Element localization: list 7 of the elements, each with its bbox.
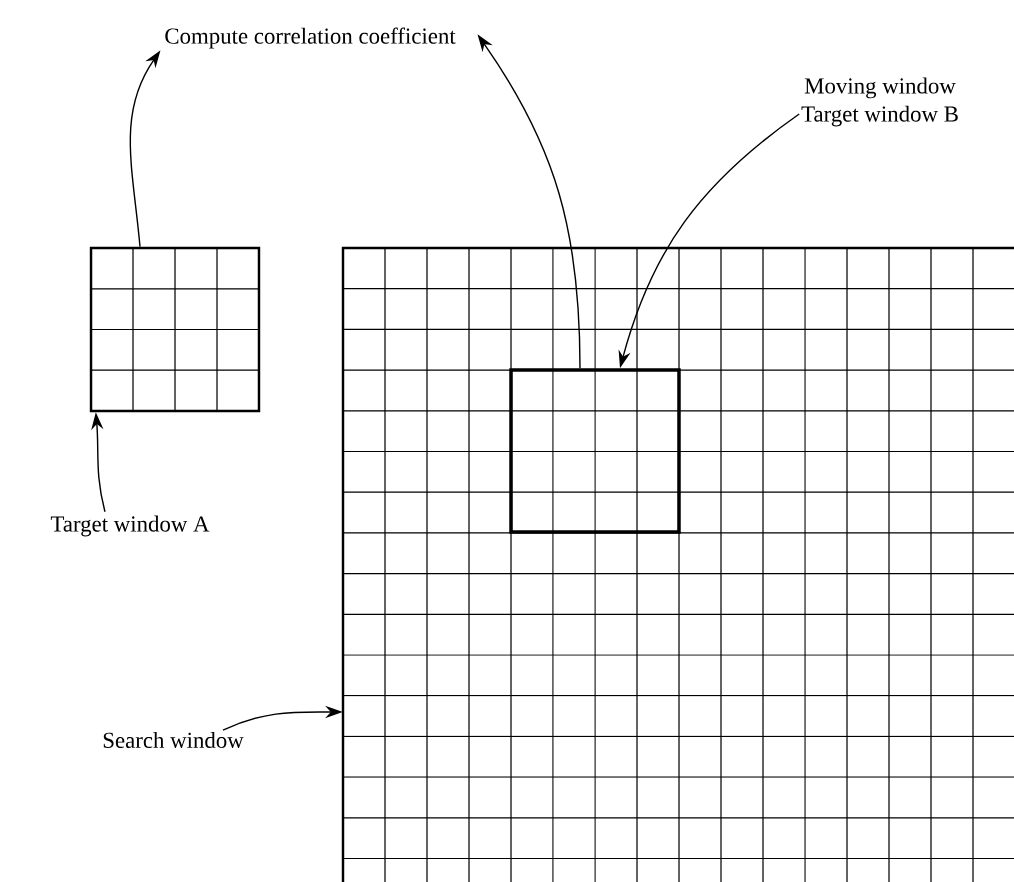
text-label: Target window A [50, 515, 210, 537]
text-label: Search window [103, 731, 244, 749]
moving-window-box [509, 368, 681, 534]
text-label: Moving window Target window B [801, 77, 958, 127]
target-grid [89, 246, 261, 413]
text-label: Compute correlation coefficient [165, 27, 456, 49]
search-grid [341, 246, 1014, 882]
